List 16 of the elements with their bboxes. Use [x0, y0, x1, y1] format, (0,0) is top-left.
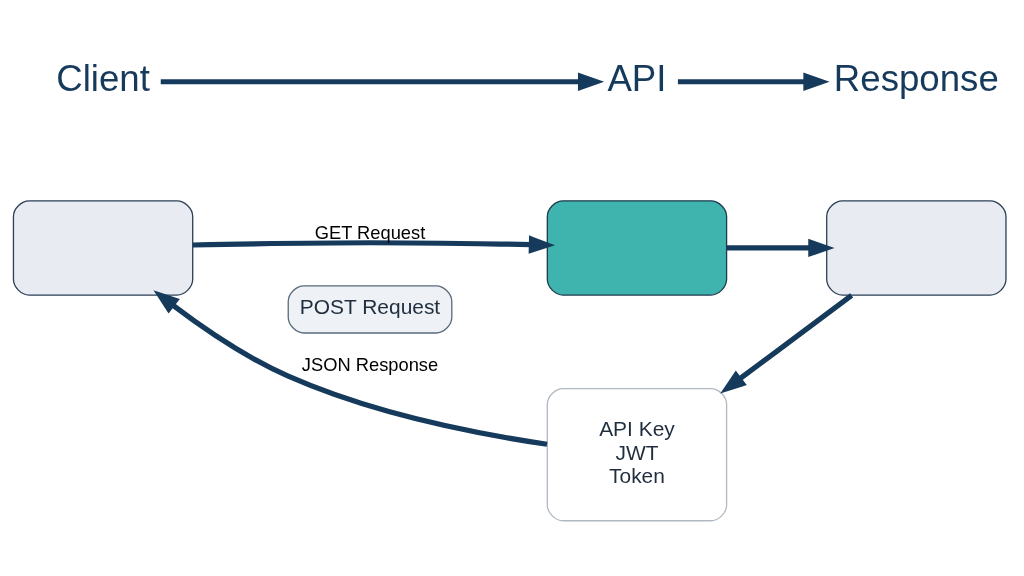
- node-box: [546, 199, 728, 296]
- node-text: API: [607, 57, 667, 99]
- arrow: [720, 292, 854, 393]
- node-text: Response: [833, 57, 999, 99]
- arrow: [192, 234, 556, 254]
- label: POST Request: [299, 294, 441, 318]
- edge-label: GET Request: [314, 221, 426, 243]
- node-text: Client: [56, 57, 150, 99]
- arrow: [160, 72, 605, 91]
- node-box: [826, 199, 1007, 296]
- arrow: [153, 289, 548, 447]
- node-box: API Key JWT Token: [546, 387, 728, 521]
- node-box: [12, 199, 194, 296]
- arrow: [677, 72, 830, 91]
- arrow: [726, 238, 835, 257]
- edge-label: JSON Response: [301, 353, 439, 375]
